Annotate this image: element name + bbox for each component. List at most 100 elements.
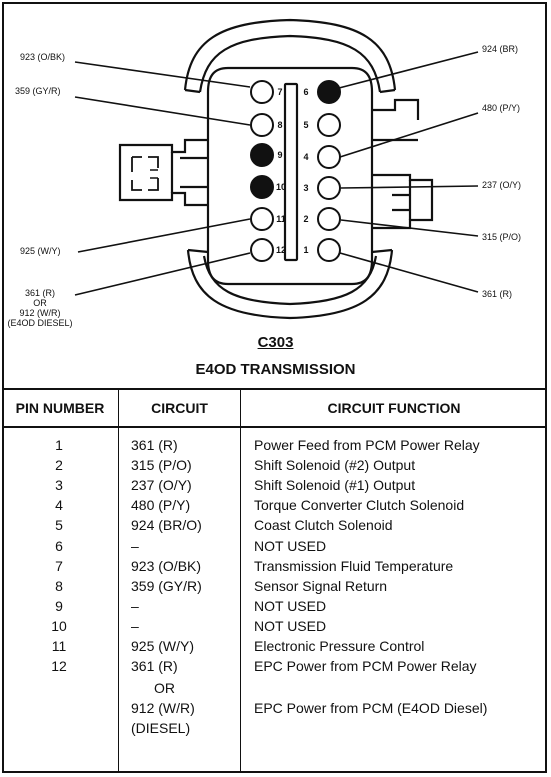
table-cell-function: Torque Converter Clutch Solenoid <box>254 497 465 513</box>
connector-hood-bottom-inner <box>202 255 378 306</box>
pins-right <box>317 80 341 262</box>
connector-diagram: 7 8 9 10 11 12 6 5 4 3 2 1 923 (O/BK) 35… <box>0 0 551 388</box>
pin-9 <box>250 143 274 167</box>
table-cell-circuit: 361 (R) <box>131 658 178 674</box>
table-cell-pin: 10 <box>51 618 67 634</box>
pin-11 <box>250 207 274 231</box>
table-cell-function: Shift Solenoid (#1) Output <box>254 477 416 493</box>
table-cell-circuit: – <box>131 598 139 614</box>
table-cell-circuit: 924 (BR/O) <box>131 517 202 533</box>
left-latch <box>118 138 208 207</box>
table-cell-pin: 2 <box>55 457 63 473</box>
table-cell-function: Sensor Signal Return <box>254 578 388 594</box>
pin-1 <box>317 238 341 262</box>
pin-number-5: 5 <box>303 120 309 130</box>
table-cell-circuit: – <box>131 618 139 634</box>
label-wire-361-right: 361 (R) <box>482 289 513 299</box>
connector-drawing <box>74 18 479 320</box>
label-wire-925: 925 (W/Y) <box>20 246 61 256</box>
header-circuit: CIRCUIT <box>151 400 208 416</box>
row12-alt-function: EPC Power from PCM (E4OD Diesel) <box>254 700 488 716</box>
col-divider-2 <box>240 389 241 773</box>
label-wire-315: 315 (P/O) <box>482 232 522 242</box>
table-cell-pin: 6 <box>55 538 63 554</box>
pin-number-11: 11 <box>276 214 286 224</box>
pin-3 <box>317 176 341 200</box>
table-cell-circuit: 361 (R) <box>131 437 178 453</box>
pin-number-9: 9 <box>277 150 283 160</box>
label-wire-361-left: 361 (R) <box>24 288 55 298</box>
pin-number-12: 12 <box>275 245 286 255</box>
label-wire-361-or-912: 361 (R) OR 912 (W/R) (E4OD DIESEL) <box>7 288 73 328</box>
pin-number-4: 4 <box>303 152 309 162</box>
pin-10 <box>250 175 274 199</box>
table-cell-circuit: 923 (O/BK) <box>131 558 202 574</box>
connector-hood-top-inner <box>198 34 382 93</box>
pin-12 <box>250 238 274 262</box>
label-or: OR <box>33 298 47 308</box>
table-cell-pin: 4 <box>55 497 63 513</box>
pin-number-7: 7 <box>277 87 283 97</box>
table-cell-circuit: 359 (GY/R) <box>131 578 202 594</box>
table-cell-function: Shift Solenoid (#2) Output <box>254 457 416 473</box>
col-divider-1 <box>118 389 119 773</box>
table-cell-pin: 5 <box>55 517 63 533</box>
pin-4 <box>317 145 341 169</box>
row12-alt-circuit: 912 (W/R) <box>131 700 195 716</box>
pin-number-2: 2 <box>303 214 309 224</box>
pins-left <box>250 80 274 262</box>
table-cell-pin: 7 <box>55 558 63 574</box>
pin-number-8: 8 <box>277 120 283 130</box>
pin-7 <box>250 80 274 104</box>
table-cell-function: Transmission Fluid Temperature <box>254 558 454 574</box>
table-cell-circuit: 237 (O/Y) <box>131 477 192 493</box>
table-top-border <box>2 388 547 390</box>
label-wire-923: 923 (O/BK) <box>20 52 66 62</box>
table-cell-function: NOT USED <box>254 618 327 634</box>
pin-5 <box>317 113 341 137</box>
pin-8 <box>250 113 274 137</box>
table-cell-function: NOT USED <box>254 598 327 614</box>
pin-number-1: 1 <box>303 245 309 255</box>
connector-hood-bottom <box>186 249 394 320</box>
pin-2 <box>317 207 341 231</box>
label-wire-359: 359 (GY/R) <box>15 86 61 96</box>
center-key-slot <box>283 82 299 262</box>
table-cell-pin: 11 <box>51 638 67 654</box>
table-cell-function: Coast Clutch Solenoid <box>254 517 393 533</box>
table-cell-pin: 3 <box>55 477 63 493</box>
table-cell-circuit: 315 (P/O) <box>131 457 192 473</box>
table-cell-circuit: – <box>131 538 139 554</box>
row12-alt-note: (DIESEL) <box>131 720 191 736</box>
table-cell-function: NOT USED <box>254 538 327 554</box>
table-cell-function: Electronic Pressure Control <box>254 638 425 654</box>
table-cell-circuit: 925 (W/Y) <box>131 638 195 654</box>
label-wire-924: 924 (BR) <box>482 44 519 54</box>
pin-number-6: 6 <box>303 87 309 97</box>
label-wire-912: 912 (W/R) <box>19 308 61 318</box>
header-pin-number: PIN NUMBER <box>15 400 105 416</box>
table-cell-pin: 12 <box>51 658 67 674</box>
table-cell-function: Power Feed from PCM Power Relay <box>254 437 480 453</box>
connector-body <box>206 66 374 286</box>
row12-or: OR <box>154 680 175 696</box>
table-cell-pin: 8 <box>55 578 63 594</box>
table-header-border <box>2 426 547 428</box>
pin-number-3: 3 <box>303 183 309 193</box>
header-circuit-function: CIRCUIT FUNCTION <box>327 400 461 416</box>
connector-hood-top <box>183 18 397 91</box>
label-wire-480: 480 (P/Y) <box>482 103 521 113</box>
connector-subtitle: E4OD TRANSMISSION <box>195 361 356 378</box>
label-wire-237: 237 (O/Y) <box>482 180 522 190</box>
leader-lines <box>74 51 479 296</box>
pin-number-10: 10 <box>275 182 286 192</box>
table-cell-pin: 9 <box>55 598 63 614</box>
table-cell-pin: 1 <box>55 437 63 453</box>
pin-6 <box>317 80 341 104</box>
label-e4od-diesel: (E4OD DIESEL) <box>7 318 73 328</box>
table-cell-circuit: 480 (P/Y) <box>131 497 191 513</box>
connector-id: C303 <box>257 334 294 351</box>
table-cell-function: EPC Power from PCM Power Relay <box>254 658 477 674</box>
